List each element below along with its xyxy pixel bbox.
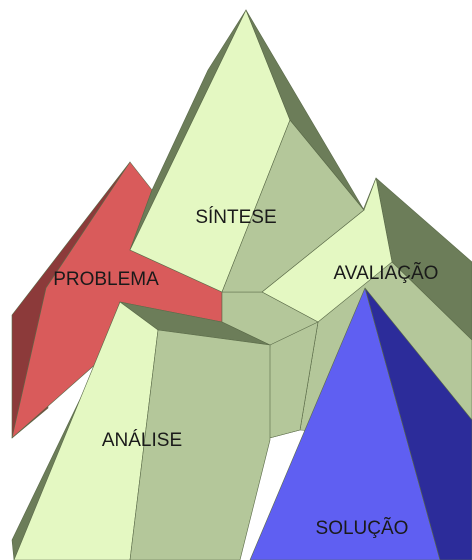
label-solucao: SOLUÇÃO	[316, 517, 409, 539]
label-problema: PROBLEMA	[53, 269, 159, 290]
label-sintese: SÍNTESE	[195, 207, 276, 228]
label-analise: ANÁLISE	[102, 430, 182, 451]
label-avaliacao: AVALIAÇÃO	[334, 262, 439, 284]
